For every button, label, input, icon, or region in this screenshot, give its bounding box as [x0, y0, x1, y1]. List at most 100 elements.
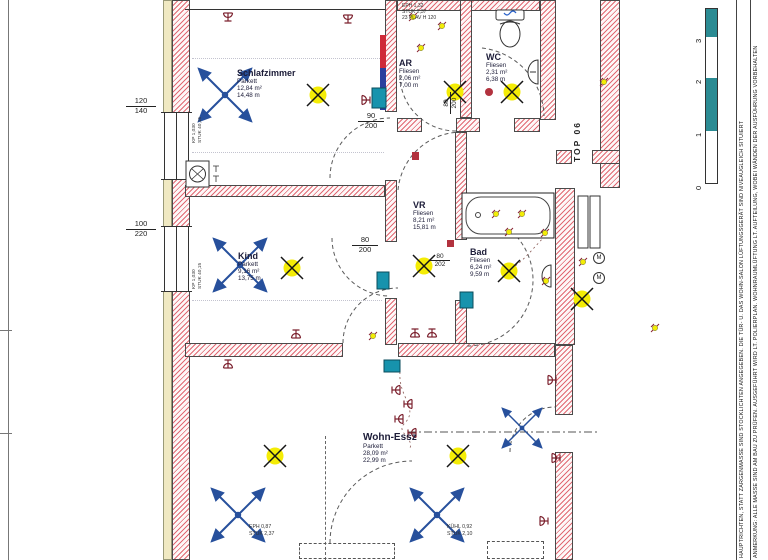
red-marker — [485, 88, 493, 96]
dim-height: 200 — [364, 120, 378, 130]
room-perimeter: 14,48 m — [237, 92, 260, 100]
door-dimension: 80 200 — [443, 92, 459, 114]
wall-vr-top — [514, 118, 540, 132]
wall-wohn-right — [555, 345, 573, 415]
switch-icon — [368, 331, 378, 341]
outlet-icon — [290, 329, 302, 339]
note-line: STUK 40,15 — [197, 116, 203, 143]
wall-vr-bad — [455, 300, 467, 345]
margin-rule — [750, 0, 751, 560]
dim-width: 80 — [443, 92, 452, 114]
room-perimeter: 7,00 m — [399, 82, 419, 90]
scale-segment — [706, 131, 717, 183]
door-arc — [466, 213, 534, 347]
level-note-bottom-left: EPH 0,87 STUK 2,37 — [249, 524, 274, 537]
note-line: STUK 2,10 — [447, 530, 473, 537]
outlet-icon — [539, 515, 549, 527]
fold-tick — [0, 330, 12, 331]
outlet-icon — [394, 413, 404, 425]
fold-tick — [0, 433, 12, 434]
ceiling-light-icon — [500, 80, 524, 104]
dim-height: 200 — [451, 97, 459, 109]
scale-tick-label: 3 — [694, 38, 703, 43]
window-line — [188, 227, 189, 291]
note-line: EPH 0,87 — [249, 524, 272, 530]
kitchen-counter-outline — [299, 543, 395, 559]
room-perimeter: 15,81 m — [413, 224, 436, 232]
room-name: Kind — [238, 251, 258, 261]
outlet-icon — [222, 359, 234, 369]
ceiling-light-icon — [497, 259, 521, 283]
wall-vr-bad — [455, 132, 467, 240]
room-area: 28,09 m² — [363, 450, 388, 458]
ceiling-light-icon — [280, 256, 304, 280]
ceiling-fan-icon — [501, 407, 543, 449]
motor-symbol: M — [593, 252, 605, 264]
room-floor: Fliesen — [399, 68, 420, 76]
room-perimeter: 13,75 m — [238, 275, 261, 283]
room-perimeter: 9,59 m — [470, 271, 490, 279]
note-line: KÜHL 0,92 — [447, 524, 473, 530]
room-floor: Parkett — [237, 78, 257, 86]
room-floor: Parkett — [363, 443, 383, 451]
dim-width: 120 — [126, 96, 156, 107]
wall-schlaf-kind — [185, 185, 385, 197]
note-line: EPH 1,32 — [402, 3, 424, 9]
level-note: EPH 1,32 STUK 2,37 23 PLAV H 120 — [402, 3, 436, 21]
washbasin-icon — [541, 264, 552, 288]
fridge-outline — [487, 541, 544, 559]
wall-wohn-top — [398, 343, 555, 357]
dim-height: 140 — [134, 105, 148, 115]
ceiling-light-icon — [306, 83, 330, 107]
room-perimeter: 22,99 m — [363, 457, 386, 465]
window-line — [188, 113, 189, 179]
window-opening — [161, 226, 192, 292]
shaft-box — [589, 195, 601, 249]
switch-icon — [540, 228, 550, 238]
unit-label: TOP 06 — [572, 121, 582, 162]
scale-tick-label: 2 — [694, 79, 703, 84]
room-area: 6,24 m² — [470, 264, 492, 272]
dim-width: 80 — [430, 253, 450, 262]
wall-corridor — [385, 0, 397, 112]
dim-height: 220 — [134, 228, 148, 238]
wall-outer-right-top — [600, 0, 620, 188]
outlet-icon — [361, 94, 371, 106]
level-note-bottom-right: KÜHL 0,92 STUK 2,10 — [447, 524, 472, 537]
room-area: 2,31 m² — [486, 69, 508, 77]
window-line — [176, 113, 177, 179]
door-dimension: 90 200 — [358, 111, 384, 130]
door-arc — [397, 131, 463, 191]
construction-line — [192, 152, 384, 153]
wall-wohn-right — [555, 452, 573, 560]
room-floor: Fliesen — [470, 257, 491, 265]
ceiling-light-icon — [446, 444, 470, 468]
parapet-note: KP 1,030 STUK 40,15 — [192, 117, 204, 143]
outlet-icon — [342, 14, 354, 24]
wall-ar-wc — [460, 0, 472, 118]
room-name: Schlafzimmer — [237, 68, 296, 78]
switch-icon — [541, 276, 551, 286]
window-line — [164, 113, 165, 179]
room-name: WC — [486, 52, 501, 62]
scale-tick-label: 1 — [694, 132, 703, 137]
scale-segment — [706, 37, 717, 79]
room-label-kind: Kind Parkett 9,16 m² 13,75 m — [238, 251, 261, 282]
margin-note-outer: ANMERKUNG: ALLE MASSE SIND AM BAU ZU PRÜ… — [753, 45, 759, 558]
outlet-icon — [391, 384, 401, 396]
room-name: VR — [413, 200, 426, 210]
switch-icon — [650, 323, 660, 333]
switch-icon — [517, 209, 527, 219]
switch-icon — [491, 209, 501, 219]
note-line: STUK 40,15 — [197, 262, 203, 289]
wall-vr-top — [456, 118, 480, 132]
scale-segment — [706, 78, 717, 132]
dim-height: 200 — [358, 244, 372, 254]
margin-note-inner: HAUPTRICHTEN, STATT ZARGENMASSE SIND STO… — [739, 120, 745, 558]
switch-icon — [578, 257, 588, 267]
room-label-wc: WC Fliesen 2,31 m² 6,38 m — [486, 52, 507, 83]
switch-icon — [504, 227, 514, 237]
door-arc — [509, 406, 556, 453]
outlet-icon — [426, 328, 438, 338]
